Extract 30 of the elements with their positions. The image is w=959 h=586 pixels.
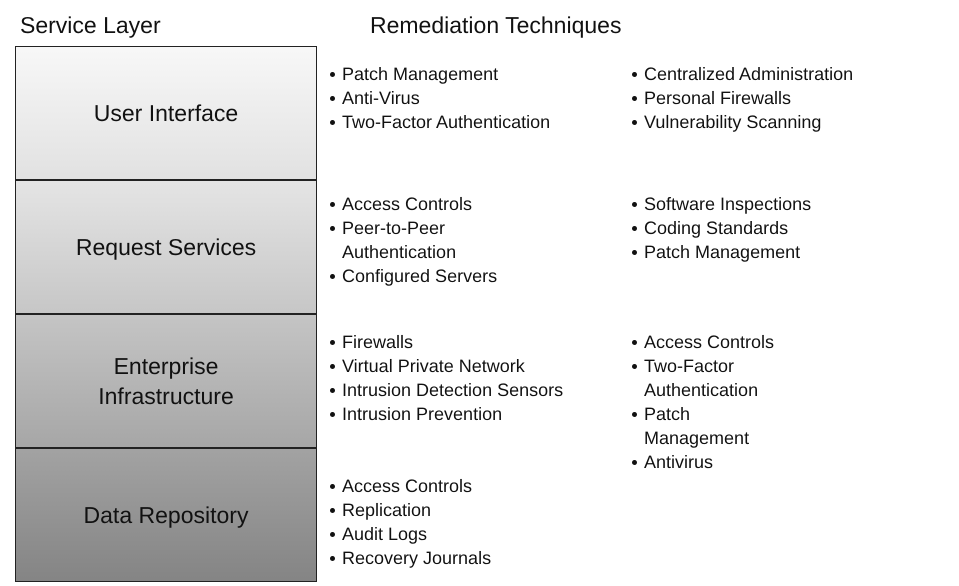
list-item: Vulnerability Scanning — [632, 110, 932, 134]
list-item: Patch Management — [330, 62, 620, 86]
list-item: Patch Management — [632, 240, 932, 264]
list-item: Centralized Administration — [632, 62, 932, 86]
list-item: Patch Management — [632, 402, 792, 450]
list-item: Audit Logs — [330, 522, 630, 546]
column-heading: Service Layer — [20, 12, 161, 39]
layer-box — [15, 180, 317, 314]
list-item: Recovery Journals — [330, 546, 630, 570]
list-item: Replication — [330, 498, 630, 522]
layer-box — [15, 46, 317, 180]
list-item: Configured Servers — [330, 264, 530, 288]
layer-label: Request Services — [74, 233, 258, 262]
list-item: Anti-Virus — [330, 86, 620, 110]
column-heading: Remediation Techniques — [370, 12, 622, 39]
list-item: Software Inspections — [632, 192, 932, 216]
list-item: Two-Factor Authentication — [632, 354, 792, 402]
list-item: Peer-to-Peer Authentication — [330, 216, 530, 264]
layer-label: Enterprise Infrastructure — [97, 352, 235, 411]
list-item: Antivirus — [632, 450, 792, 474]
list-item: Personal Firewalls — [632, 86, 932, 110]
list-item: Access Controls — [330, 474, 630, 498]
layer-label: User Interface — [92, 99, 240, 128]
list-item: Two-Factor Authentication — [330, 110, 620, 134]
list-item: Access Controls — [330, 192, 530, 216]
layer-label: Data Repository — [82, 501, 250, 530]
layer-box — [15, 314, 317, 448]
list-item: Coding Standards — [632, 216, 932, 240]
layer-box — [15, 448, 317, 582]
list-item: Access Controls — [632, 330, 792, 354]
